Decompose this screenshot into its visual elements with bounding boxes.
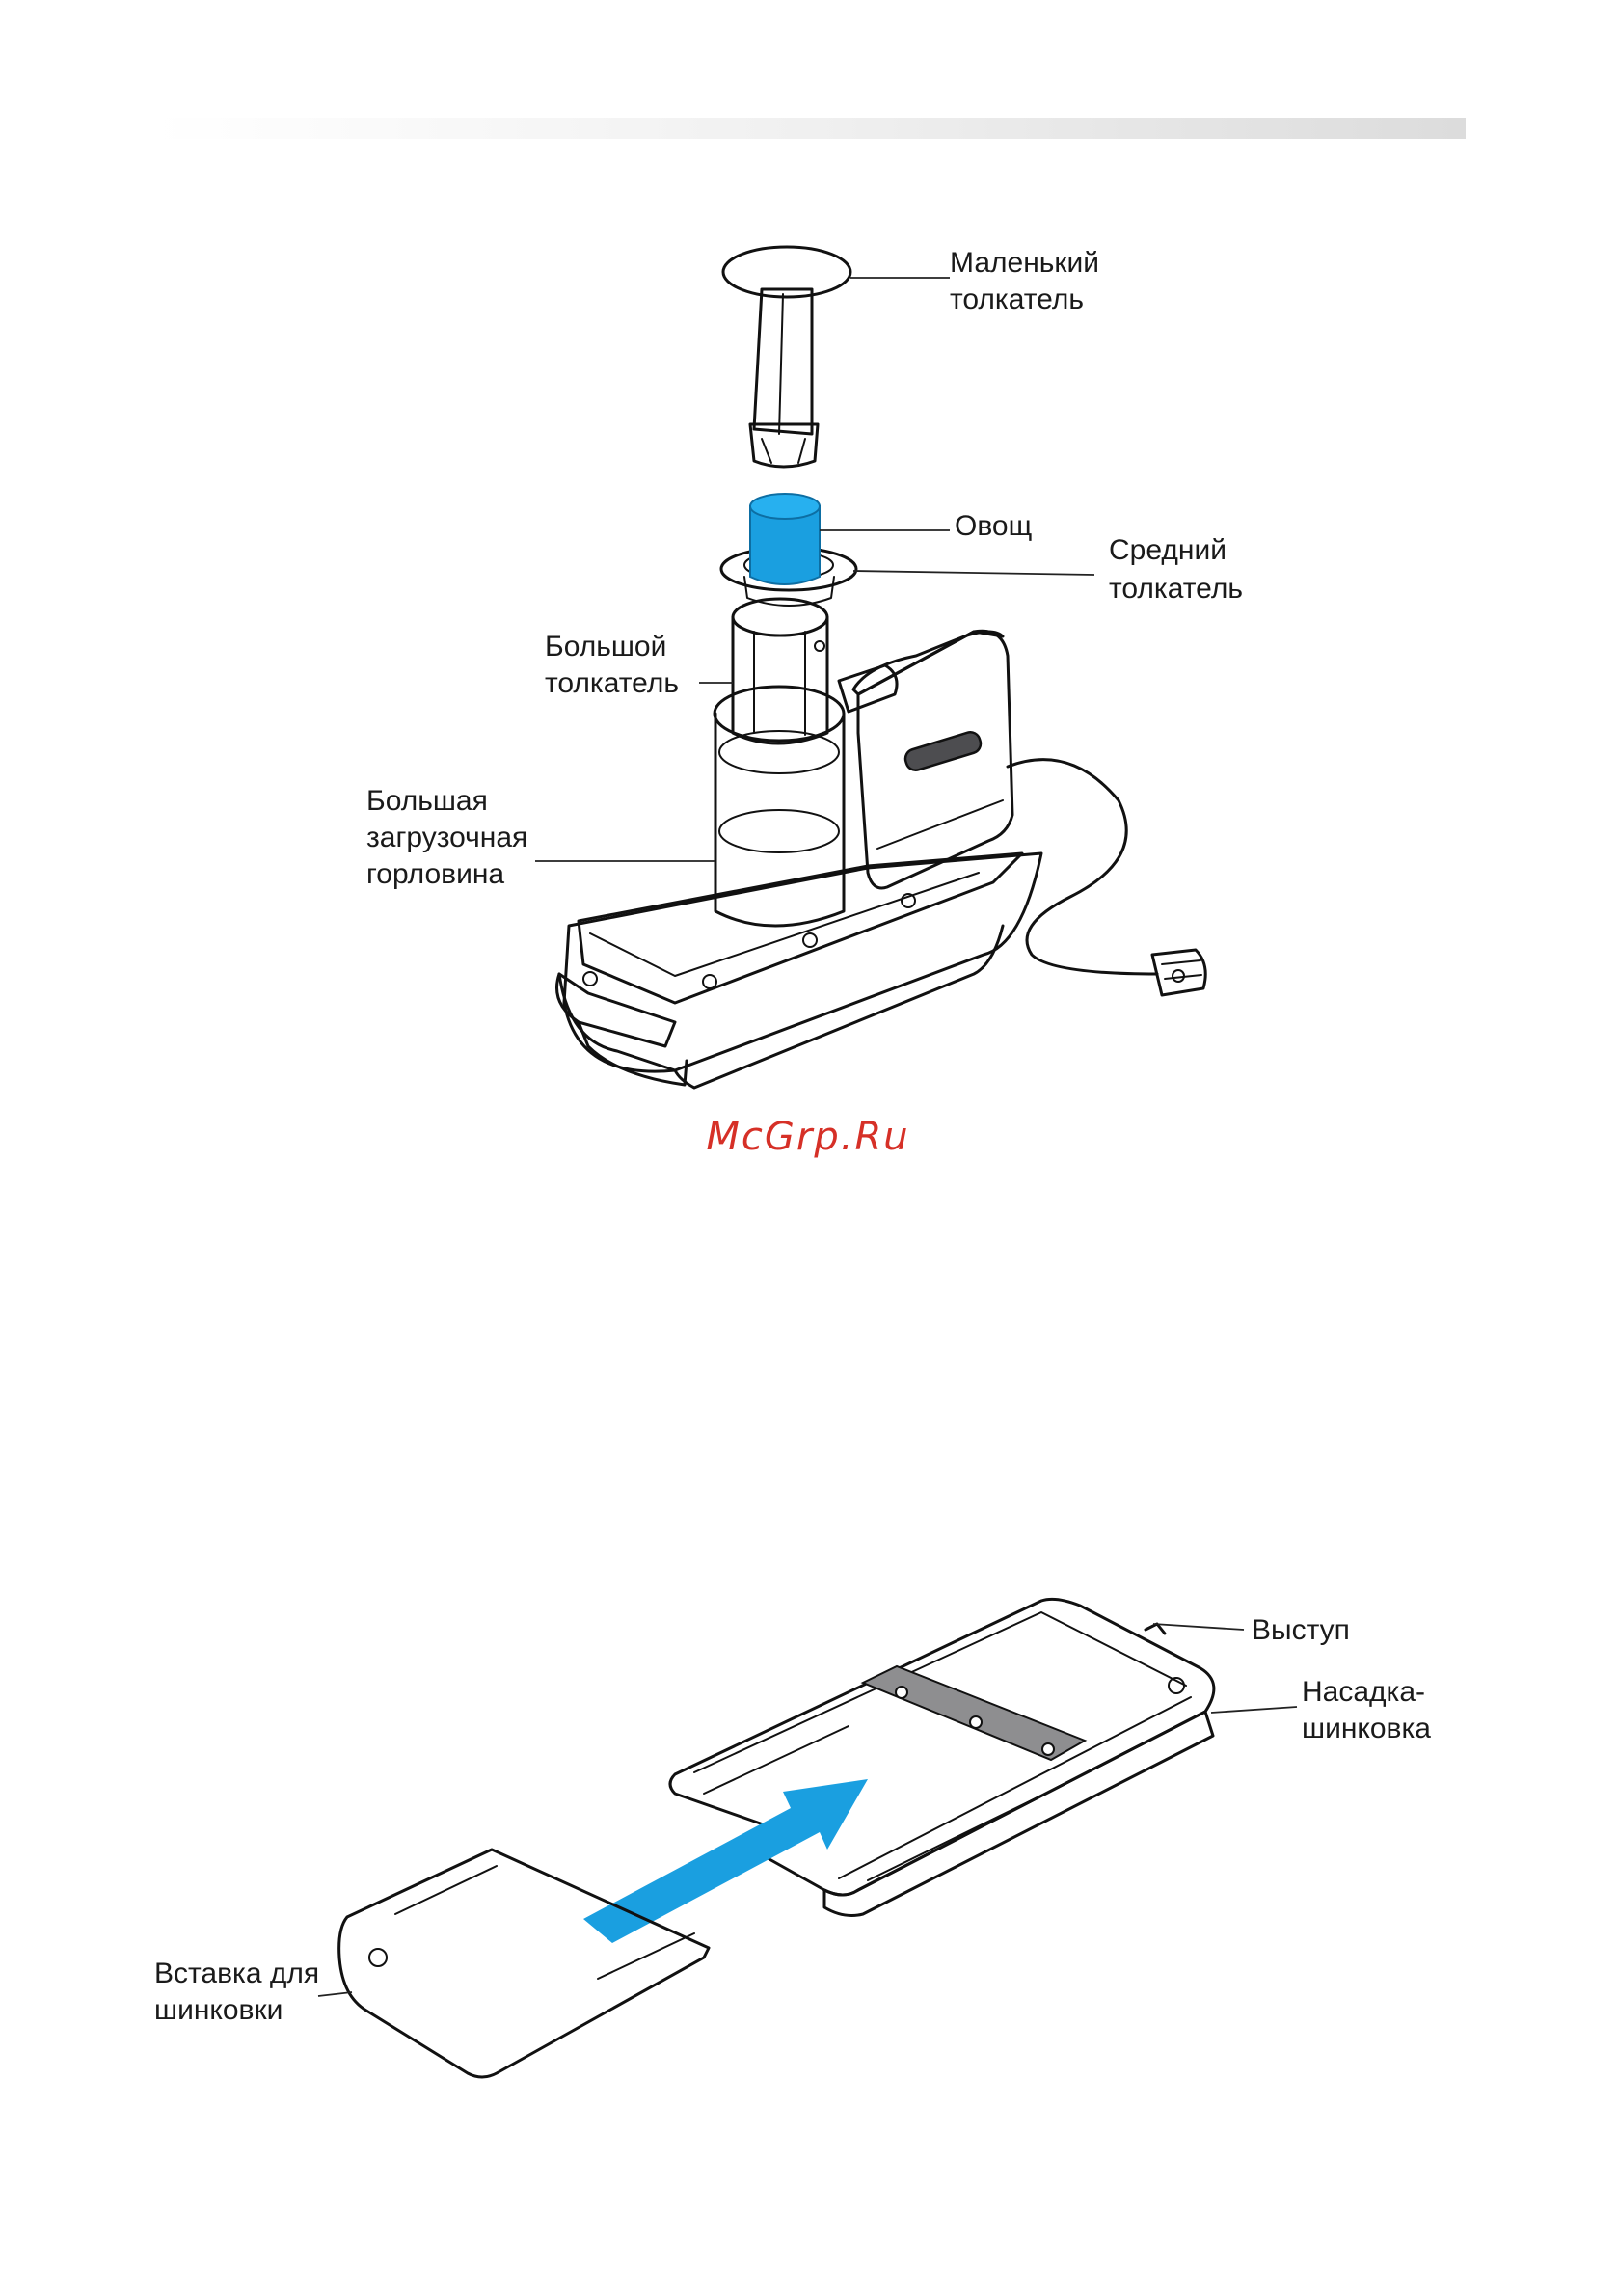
label-shredder-insert-line1: Вставка для [154, 1958, 319, 1989]
label-medium-pusher-line1: Средний [1109, 534, 1227, 566]
label-large-pusher: Большой толкатель [545, 631, 679, 699]
base-tray [557, 853, 1042, 1088]
insert-direction-arrow [583, 1779, 868, 1943]
header-bar [154, 118, 1466, 139]
label-small-pusher-line1: Маленький [950, 247, 1099, 279]
label-large-feed-tube-line3: горловина [366, 858, 504, 890]
label-shredder-insert-line2: шинковки [154, 1994, 283, 2026]
label-small-pusher: Маленький толкатель [950, 247, 1107, 315]
label-large-feed-tube-line2: загрузочная [366, 822, 527, 853]
label-large-feed-tube: Большая загрузочная горловина [366, 785, 536, 890]
vegetable [750, 494, 820, 584]
motor-housing [839, 631, 1012, 888]
label-small-pusher-line2: толкатель [950, 284, 1084, 315]
power-cord [1008, 760, 1205, 995]
label-medium-pusher-line2: толкатель [1109, 573, 1243, 605]
label-medium-pusher: Средний толкатель [1109, 534, 1243, 605]
label-large-pusher-line1: Большой [545, 631, 666, 662]
label-tab-line1: Выступ [1252, 1614, 1350, 1646]
small-pusher [723, 247, 850, 467]
label-large-pusher-line2: толкатель [545, 667, 679, 699]
label-large-feed-tube-line1: Большая [366, 785, 488, 817]
label-tab: Выступ [1252, 1614, 1350, 1646]
large-pusher [733, 599, 827, 743]
label-shredder-attachment: Насадка- шинковка [1302, 1676, 1433, 1744]
label-vegetable: Овощ [955, 510, 1032, 542]
label-shredder-attachment-line1: Насадка- [1302, 1676, 1425, 1708]
shredder-attachment-illustration [339, 1599, 1214, 2077]
watermark: McGrp.Ru [706, 1115, 909, 1159]
label-vegetable-line1: Овощ [955, 510, 1032, 542]
label-shredder-attachment-line2: шинковка [1302, 1713, 1431, 1744]
label-shredder-insert: Вставка для шинковки [154, 1958, 327, 2026]
